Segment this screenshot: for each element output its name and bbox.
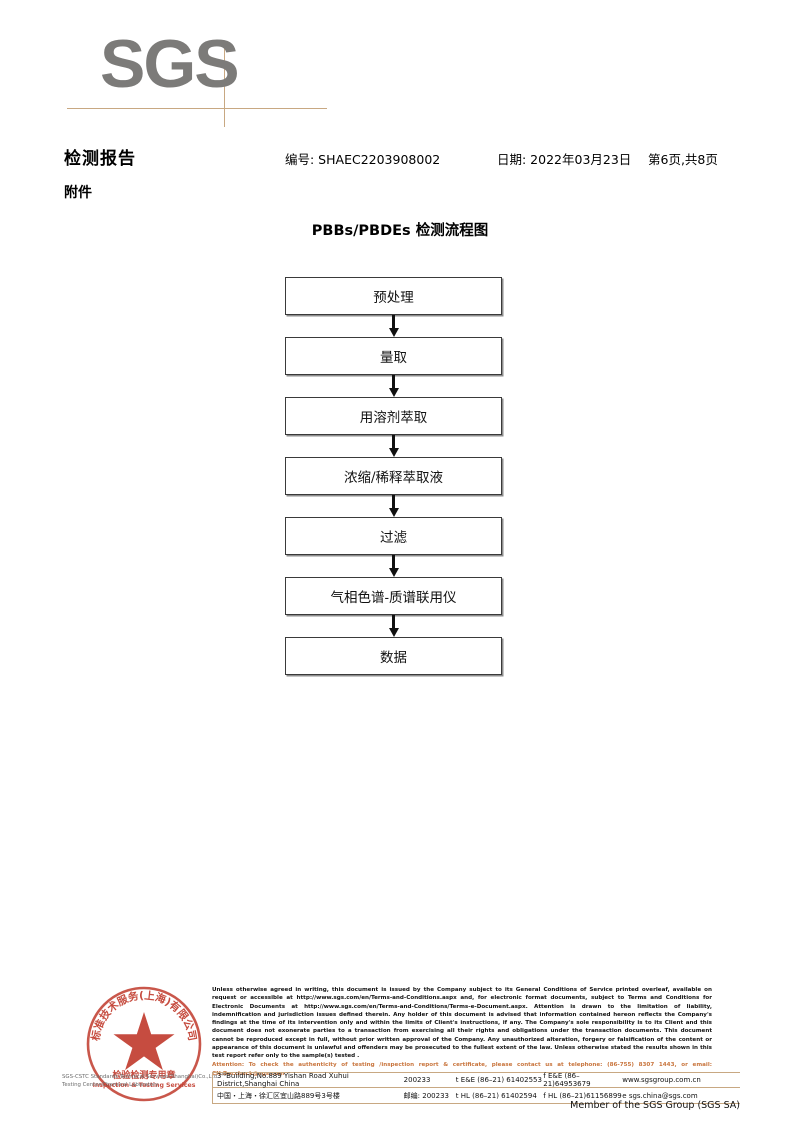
sgs-logo: SGS bbox=[67, 30, 327, 127]
email[interactable]: e sgs.china@sgs.com bbox=[622, 1091, 698, 1100]
flow-arrow-icon bbox=[285, 615, 502, 637]
zip-cn: 邮编: 200233 bbox=[403, 1091, 449, 1100]
logo-horizontal-rule bbox=[67, 108, 327, 109]
flow-node: 数据 bbox=[285, 637, 502, 675]
flow-node: 气相色谱-质谱联用仪 bbox=[285, 577, 502, 615]
contact-table: 3ʳᵈBuilding,No.889 Yishan Road Xuhui Dis… bbox=[212, 1072, 740, 1104]
inspection-stamp-icon: 标准技术服务(上海)有限公司 检验检测专用章 Inspection & Test… bbox=[83, 983, 205, 1105]
svg-text:Inspection & Testing Services: Inspection & Testing Services bbox=[93, 1082, 196, 1089]
company-name-line1: SGS-CSTC Standards Technical Services(Sh… bbox=[62, 1074, 219, 1080]
company-name-line2: Testing Center-Chemical Laboratory bbox=[62, 1082, 159, 1089]
tel-cn: t HL (86–21) 61402594 bbox=[455, 1091, 537, 1100]
tel-en: t E&E (86–21) 61402553 bbox=[455, 1076, 542, 1084]
table-row: 中国・上海・徐汇区宜山路889号3号楼 邮编: 200233 t HL (86–… bbox=[212, 1088, 740, 1103]
report-number: 编号: SHAEC2203908002 bbox=[285, 152, 441, 167]
flow-node: 用溶剂萃取 bbox=[285, 397, 502, 435]
flowchart-title: PBBs/PBDEs 检测流程图 bbox=[311, 223, 489, 239]
website[interactable]: www.sgsgroup.com.cn bbox=[622, 1076, 701, 1084]
svg-text:检验检测专用章: 检验检测专用章 bbox=[112, 1069, 175, 1081]
member-note: Member of the SGS Group (SGS SA) bbox=[570, 1100, 740, 1111]
logo-vertical-rule bbox=[224, 44, 225, 127]
flow-arrow-icon bbox=[285, 315, 502, 337]
flow-node: 量取 bbox=[285, 337, 502, 375]
legal-paragraph: Unless otherwise agreed in writing, this… bbox=[212, 987, 712, 1060]
address-en: 3ʳᵈBuilding,No.889 Yishan Road Xuhui Dis… bbox=[217, 1072, 349, 1088]
flow-arrow-icon bbox=[285, 555, 502, 577]
attention-notice: Attention: To check the authenticity of … bbox=[212, 1062, 712, 1077]
page-footer: 标准技术服务(上海)有限公司 检验检测专用章 Inspection & Test… bbox=[0, 980, 800, 1131]
page-indicator: 第6页,共8页 bbox=[648, 152, 718, 167]
address-cn: 中国・上海・徐汇区宜山路889号3号楼 bbox=[217, 1091, 340, 1100]
table-row: 3ʳᵈBuilding,No.889 Yishan Road Xuhui Dis… bbox=[212, 1072, 740, 1088]
sgs-logo-text: SGS bbox=[100, 26, 240, 102]
flow-node: 预处理 bbox=[285, 277, 502, 315]
page-title: 检测报告 bbox=[64, 149, 136, 169]
flow-arrow-icon bbox=[285, 375, 502, 397]
fax-en: f E&E (86–21)64953679 bbox=[543, 1072, 591, 1088]
zip-en: 200233 bbox=[403, 1076, 431, 1084]
legal-terms: Unless otherwise agreed in writing, this… bbox=[212, 986, 712, 1078]
flow-arrow-icon bbox=[285, 435, 502, 457]
report-date: 日期: 2022年03月23日 bbox=[497, 152, 632, 167]
flow-node: 浓缩/稀释萃取液 bbox=[285, 457, 502, 495]
fax-cn: f HL (86–21)61156899 bbox=[543, 1091, 622, 1100]
flow-node: 过滤 bbox=[285, 517, 502, 555]
flowchart: 预处理 量取 用溶剂萃取 浓缩/稀释萃取液 过滤 气相色谱-质谱联用仪 数据 bbox=[285, 277, 502, 675]
flow-arrow-icon bbox=[285, 495, 502, 517]
company-name: SGS-CSTC Standards Technical Services(Sh… bbox=[62, 1073, 232, 1089]
page-subtitle: 附件 bbox=[64, 185, 92, 201]
